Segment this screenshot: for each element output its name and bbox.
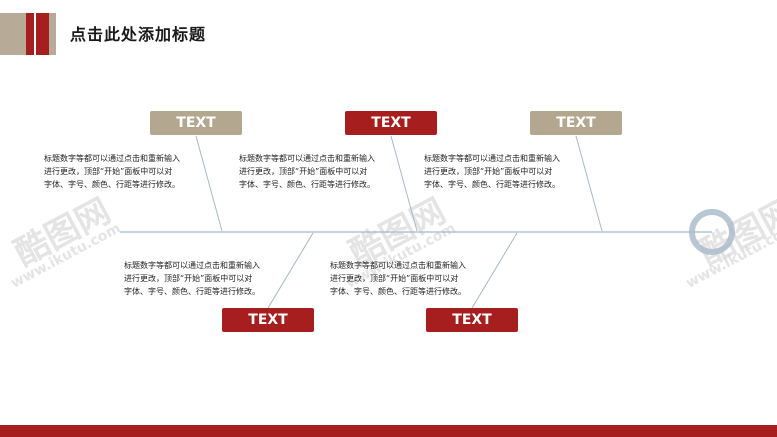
description-line: 字体、字号、颜色、行距等进行修改。 — [424, 180, 560, 189]
label-top-center[interactable]: TEXT — [345, 111, 437, 135]
header-accent-red — [26, 13, 49, 55]
bone-top-right — [575, 135, 603, 232]
description-top-right[interactable]: 标题数字等都可以通过点击和重新输入 进行更改，顶部“开始”面板中可以对 字体、字… — [424, 152, 584, 191]
description-line: 字体、字号、颜色、行距等进行修改。 — [44, 180, 180, 189]
label-top-right[interactable]: TEXT — [530, 111, 622, 135]
description-line: 标题数字等都可以通过点击和重新输入 — [424, 154, 560, 163]
bone-top-left — [195, 135, 223, 232]
description-line: 字体、字号、颜色、行距等进行修改。 — [124, 287, 260, 296]
description-line: 进行更改，顶部“开始”面板中可以对 — [44, 167, 173, 176]
page-title[interactable]: 点击此处添加标题 — [70, 25, 207, 44]
label-bottom-left[interactable]: TEXT — [222, 308, 314, 332]
description-line: 标题数字等都可以通过点击和重新输入 — [239, 154, 375, 163]
description-line: 字体、字号、颜色、行距等进行修改。 — [330, 287, 466, 296]
description-line: 标题数字等都可以通过点击和重新输入 — [44, 154, 180, 163]
header-accent-gray-small — [49, 13, 56, 55]
description-line: 进行更改，顶部“开始”面板中可以对 — [424, 167, 553, 176]
bone-bottom-left — [267, 232, 314, 309]
bone-bottom-right — [471, 232, 518, 309]
label-bottom-right[interactable]: TEXT — [426, 308, 518, 332]
description-line: 字体、字号、颜色、行距等进行修改。 — [239, 180, 375, 189]
header-accent-gap — [34, 13, 36, 55]
description-line: 标题数字等都可以通过点击和重新输入 — [124, 261, 260, 270]
description-line: 进行更改，顶部“开始”面板中可以对 — [330, 274, 459, 283]
header-accent-gray — [0, 13, 26, 55]
bone-top-center — [390, 135, 418, 232]
fish-head — [689, 209, 735, 255]
description-line: 标题数字等都可以通过点击和重新输入 — [330, 261, 466, 270]
description-top-left[interactable]: 标题数字等都可以通过点击和重新输入 进行更改，顶部“开始”面板中可以对 字体、字… — [44, 152, 204, 191]
description-bottom-right[interactable]: 标题数字等都可以通过点击和重新输入 进行更改，顶部“开始”面板中可以对 字体、字… — [330, 259, 490, 298]
description-top-center[interactable]: 标题数字等都可以通过点击和重新输入 进行更改，顶部“开始”面板中可以对 字体、字… — [239, 152, 399, 191]
description-bottom-left[interactable]: 标题数字等都可以通过点击和重新输入 进行更改，顶部“开始”面板中可以对 字体、字… — [124, 259, 284, 298]
label-top-left[interactable]: TEXT — [150, 111, 242, 135]
footer-bar — [0, 425, 777, 437]
description-line: 进行更改，顶部“开始”面板中可以对 — [239, 167, 368, 176]
description-line: 进行更改，顶部“开始”面板中可以对 — [124, 274, 253, 283]
